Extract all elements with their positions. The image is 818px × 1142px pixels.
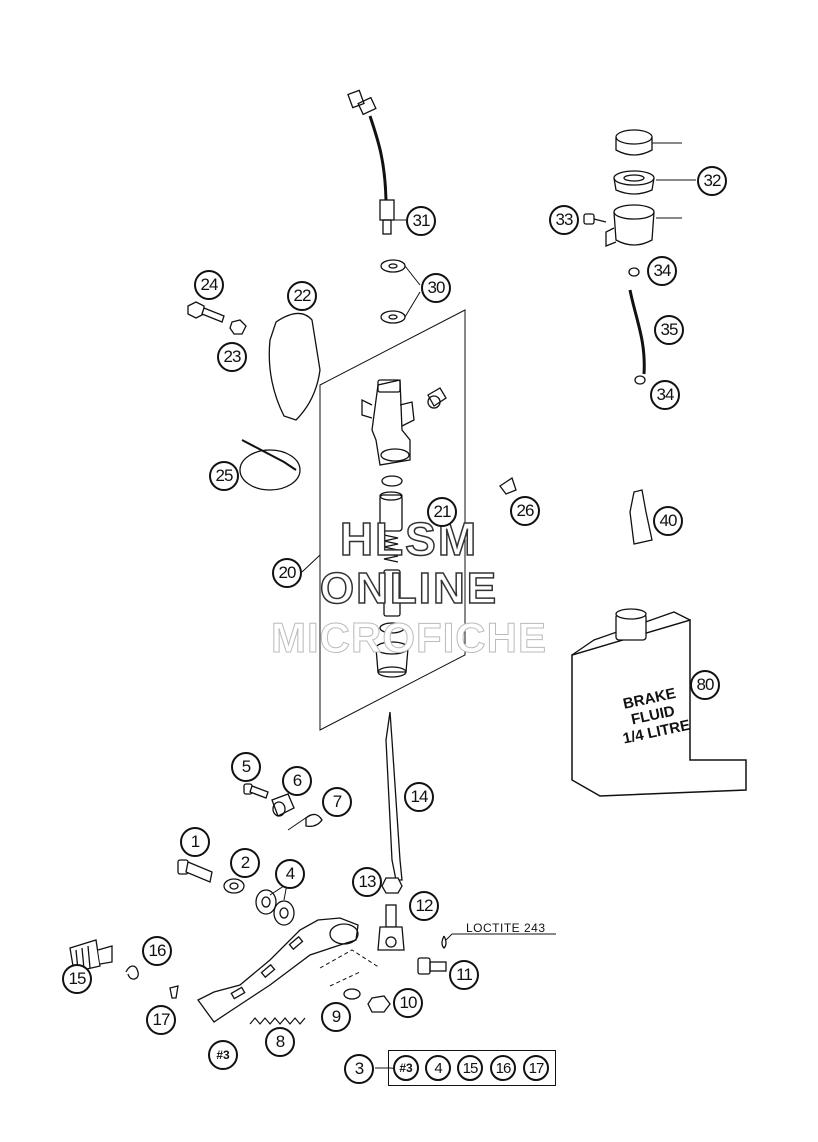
callout-14[interactable]: 14: [404, 782, 434, 812]
callout-6[interactable]: 6: [282, 766, 312, 796]
clamp-34-top: [628, 267, 640, 277]
nut-10: [367, 995, 391, 1013]
clip-26: [499, 476, 517, 495]
reservoir: [605, 204, 682, 247]
callout-7[interactable]: 7: [322, 787, 352, 817]
callout-34-top[interactable]: 34: [647, 256, 677, 286]
nut-13: [381, 877, 403, 894]
bolt-24: [187, 301, 225, 323]
callout-17[interactable]: 17: [146, 1005, 176, 1035]
washer-9: [343, 988, 361, 1000]
brake-pedal: [197, 917, 359, 1023]
spring-8: [249, 1017, 306, 1025]
reservoir-cap: [615, 129, 682, 156]
washer-30-bottom: [380, 310, 406, 324]
kit-item-4[interactable]: 4: [425, 1055, 451, 1081]
cable-tie: [239, 449, 301, 491]
bearing-4a: [255, 889, 277, 915]
watermark-line3: MICROFICHE: [271, 614, 547, 662]
washer-30-top: [380, 259, 406, 273]
assembly-frame: [319, 309, 466, 731]
spring-16: [125, 965, 139, 980]
sensor-switch: [347, 89, 406, 235]
nut-23: [229, 319, 247, 335]
loctite-bottle: [629, 489, 653, 545]
callout-40[interactable]: 40: [653, 506, 683, 536]
callout-20[interactable]: 20: [272, 558, 302, 588]
bolt-5: [243, 783, 269, 799]
o-ring: [381, 475, 403, 487]
screw-33: [583, 213, 607, 225]
callout-16[interactable]: 16: [142, 936, 172, 966]
callout-21[interactable]: 21: [427, 497, 457, 527]
callout-31[interactable]: 31: [406, 206, 436, 236]
callout-12[interactable]: 12: [409, 891, 439, 921]
spring: [383, 534, 399, 563]
kit-item-hash3[interactable]: #3: [393, 1055, 419, 1081]
callout-2[interactable]: 2: [230, 848, 260, 878]
callout-11[interactable]: 11: [449, 960, 479, 990]
callout-80[interactable]: 80: [690, 670, 720, 700]
callout-22[interactable]: 22: [287, 281, 317, 311]
bushing-6: [271, 793, 295, 817]
callout-13[interactable]: 13: [352, 867, 382, 897]
bolt-11: [417, 957, 447, 975]
kit-item-17[interactable]: 17: [523, 1055, 549, 1081]
callout-34-bottom[interactable]: 34: [650, 380, 680, 410]
callout-33[interactable]: 33: [549, 205, 579, 235]
callout-3[interactable]: 3: [344, 1054, 374, 1084]
clip-7: [305, 813, 323, 828]
master-cylinder-body: [361, 379, 447, 466]
washer-2: [223, 878, 245, 894]
watermark-line1: HLSM: [339, 512, 479, 566]
piston: [379, 494, 403, 532]
callout-9[interactable]: 9: [321, 1002, 351, 1032]
callout-35[interactable]: 35: [654, 315, 684, 345]
clamp-34-bottom: [634, 375, 646, 385]
bolt-1: [177, 859, 213, 883]
callout-23[interactable]: 23: [217, 342, 247, 372]
callout-25[interactable]: 25: [209, 461, 239, 491]
push-rod: [385, 711, 403, 881]
kit-item-16[interactable]: 16: [490, 1055, 516, 1081]
callout-pedal-hash3[interactable]: #3: [208, 1040, 238, 1070]
bearing-4b: [273, 900, 295, 926]
callout-30[interactable]: 30: [421, 273, 451, 303]
callout-15[interactable]: 15: [62, 964, 92, 994]
callout-10[interactable]: 10: [393, 988, 423, 1018]
callout-32[interactable]: 32: [697, 166, 727, 196]
callout-24[interactable]: 24: [194, 270, 224, 300]
brake-fluid-can: [571, 608, 747, 797]
callout-4[interactable]: 4: [275, 859, 305, 889]
callout-1[interactable]: 1: [180, 827, 210, 857]
loctite-note: LOCTITE 243: [466, 921, 546, 935]
loctite-drop: [441, 935, 447, 949]
hose-35: [628, 289, 646, 375]
cover-22: [268, 312, 321, 421]
callout-8[interactable]: 8: [265, 1027, 295, 1057]
callout-5[interactable]: 5: [231, 752, 261, 782]
watermark-line2: ONLINE: [319, 563, 499, 614]
kit-box: [388, 1050, 556, 1086]
kit-item-15[interactable]: 15: [457, 1055, 483, 1081]
diaphragm: [613, 170, 696, 195]
clevis: [377, 904, 405, 951]
callout-26[interactable]: 26: [510, 496, 540, 526]
